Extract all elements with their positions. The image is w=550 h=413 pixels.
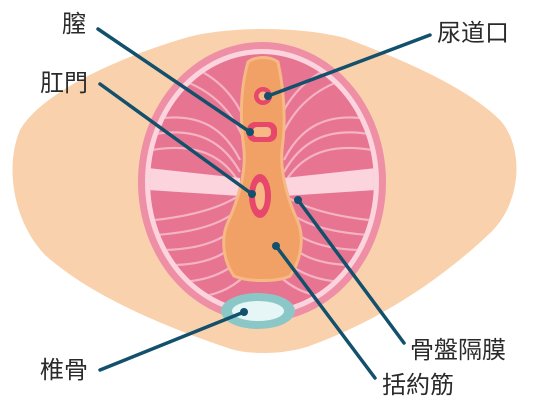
label-urethral-opening: 尿道口 <box>437 19 509 47</box>
label-vagina: 膣 <box>62 10 86 38</box>
label-pelvic-diaphragm: 骨盤隔膜 <box>410 336 506 364</box>
label-coccyx: 椎骨 <box>40 356 88 384</box>
anal-opening-inner <box>255 182 265 210</box>
vaginal-opening-inner <box>253 127 271 137</box>
leader-dot-anus <box>248 190 256 198</box>
leader-dot-coccyx <box>240 308 248 316</box>
leader-dot-sphincter <box>272 242 280 250</box>
leader-anus <box>98 82 254 196</box>
leader-dot-urethra <box>264 92 272 100</box>
coccyx-bone-inner <box>232 301 284 321</box>
label-anus: 肛門 <box>40 69 88 97</box>
leader-urethra <box>266 33 432 98</box>
leader-dot-vagina <box>246 128 254 136</box>
label-sphincter: 括約筋 <box>382 371 454 399</box>
leader-vagina <box>96 27 252 134</box>
leader-dot-pelvic-diaphragm <box>294 196 302 204</box>
leader-sphincter <box>274 244 377 380</box>
leader-coccyx <box>98 310 246 372</box>
leader-pelvic-diaphragm <box>296 198 406 345</box>
